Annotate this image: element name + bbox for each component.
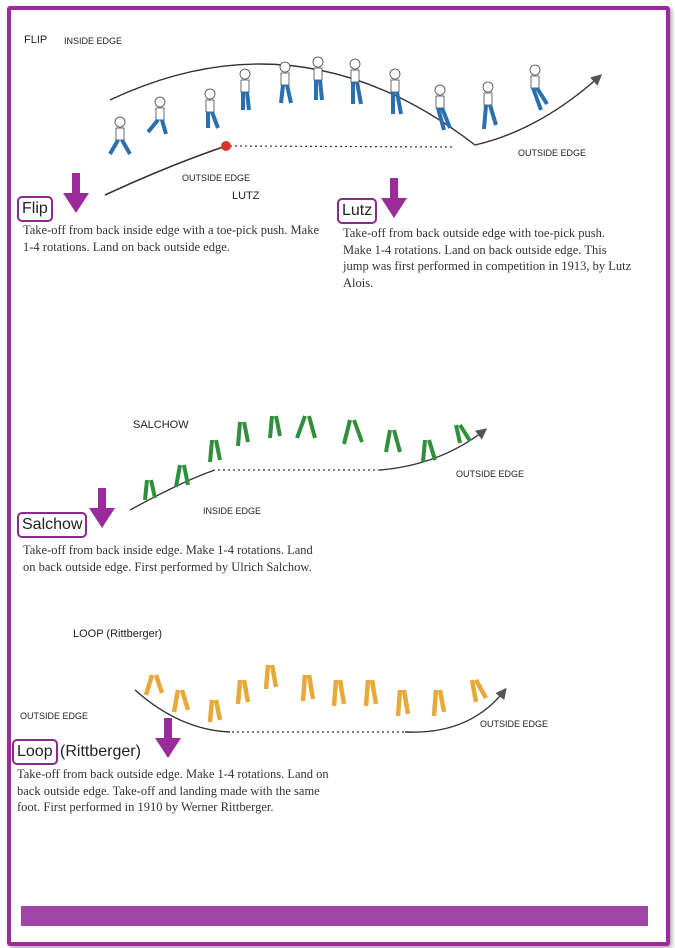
- loop-diagram-title: LOOP (Rittberger): [73, 628, 163, 640]
- flip-landing-edge-label: OUTSIDE EDGE: [518, 148, 587, 158]
- salchow-takeoff-edge-label: INSIDE EDGE: [203, 506, 262, 516]
- loop-description: Take-off from back outside edge. Make 1-…: [17, 767, 329, 814]
- lutz-diagram-label: LUTZ: [232, 190, 260, 202]
- loop-title: Loop: [12, 739, 58, 765]
- salchow-description: Take-off from back inside edge. Make 1-4…: [23, 543, 313, 574]
- loop-arrow-icon: [155, 718, 181, 758]
- loop-landing-edge-label: OUTSIDE EDGE: [480, 719, 549, 729]
- salchow-arrow-icon: [89, 488, 115, 528]
- loop-takeoff-edge-label: OUTSIDE EDGE: [20, 711, 89, 721]
- flip-diagram-subtitle: INSIDE EDGE: [64, 36, 123, 46]
- flip-takeoff-edge-label: OUTSIDE EDGE: [182, 173, 251, 183]
- lutz-arrow-icon: [381, 178, 407, 218]
- salchow-title: Salchow: [17, 512, 88, 538]
- salchow-diagram-title: SALCHOW: [133, 419, 189, 431]
- flip-title: Flip: [17, 196, 53, 222]
- page-frame: [7, 6, 670, 946]
- salchow-landing-edge-label: OUTSIDE EDGE: [456, 469, 525, 479]
- loop-title-suffix: (Rittberger): [60, 743, 141, 760]
- flip-arrow-icon: [63, 173, 89, 213]
- lutz-title: Lutz: [337, 198, 378, 224]
- flip-description: Take-off from back inside edge with a to…: [23, 223, 320, 254]
- footer-bar: [21, 906, 648, 926]
- flip-diagram-title: FLIP: [24, 34, 48, 46]
- lutz-description: Take-off from back outside edge with toe…: [343, 226, 632, 290]
